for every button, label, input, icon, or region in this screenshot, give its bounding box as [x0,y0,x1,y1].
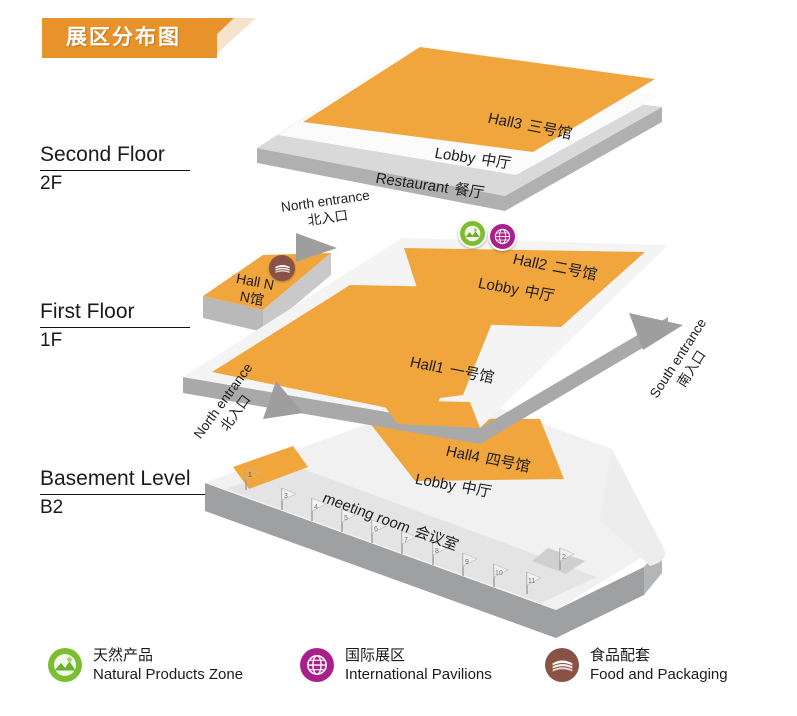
floor-code: 2F [40,173,63,194]
svg-text:6: 6 [374,526,378,533]
svg-text:3: 3 [284,493,288,500]
floor-label-1f: First Floor 1F [40,300,190,352]
hall3-block [303,47,655,152]
b2-step-right [532,548,585,574]
svg-text:11: 11 [528,578,535,585]
legend-label-en: Food and Packaging [590,666,728,683]
floor-code: B2 [40,497,64,518]
package-stack-glyph [552,660,572,672]
first-floor-slab [183,238,668,444]
international-pavilions-icon [300,648,334,682]
legend-label-cn: 天然产品 [93,647,154,664]
floor-code: 1F [40,330,63,351]
banner-slant-shape [192,18,234,58]
hall2-block [403,248,645,327]
food-packaging-icon [545,648,579,682]
floor-name: Basement Level [40,467,191,490]
natural-products-glyph [54,654,76,676]
svg-text:10: 10 [495,570,503,577]
floor-name: First Floor [40,300,135,323]
flag-marker: 9 [462,552,478,576]
hall-n-edge [203,296,263,332]
flag-marker: 4 [311,497,327,521]
flag-marker: 7 [401,530,417,554]
b2-rounded-corner [600,449,666,566]
svg-text:8: 8 [435,548,439,555]
legend-label-en: International Pavilions [345,666,492,683]
svg-text:2: 2 [562,554,566,561]
svg-text:9: 9 [465,559,469,566]
legend-text: 天然产品 Natural Products Zone [93,646,243,684]
floor-name: Second Floor [40,143,165,166]
flag-marker: 2 [559,547,575,570]
svg-text:1: 1 [248,472,252,479]
floor-divider [40,327,190,328]
flag-marker: 10 [493,563,509,587]
legend-label-cn: 国际展区 [345,647,406,664]
basement-slab [205,392,666,638]
second-floor-slab [257,47,662,211]
hall-n-right-edge [263,253,331,332]
legend-label-en: Natural Products Zone [93,666,244,683]
svg-text:5: 5 [344,515,348,522]
banner-body [42,18,217,58]
hall2-international-pavilions-badge [488,222,517,251]
food-packaging-icon [274,264,290,273]
hall1-lower-strip [380,400,480,428]
floor-divider [40,170,190,171]
floor-label-b2: Basement Level B2 [40,467,212,519]
legend-item-natural-products: 天然产品 Natural Products Zone [48,646,243,684]
floor-label-2f: Second Floor 2F [40,143,190,195]
international-pavilions-icon [494,228,511,245]
flag-marker: 1 [245,467,260,490]
legend-item-food-packaging: 食品配套 Food and Packaging [545,646,728,684]
globe-glyph [307,655,327,675]
south-entrance-arrow [629,313,683,350]
page-title-banner: 展区分布图 [42,18,257,58]
flag-marker: 11 [526,571,542,594]
flag-marker: 3 [281,487,297,510]
legend-text: 国际展区 International Pavilions [345,646,492,684]
page-title: 展区分布图 [66,26,181,49]
hall-n-top [203,253,331,310]
north-entrance-lower-arrow [263,381,303,419]
flag-marker: 5 [341,508,357,532]
natural-products-icon [464,225,481,242]
b2-hall4-block [366,418,564,481]
svg-text:7: 7 [404,537,408,544]
legend: 天然产品 Natural Products Zone 国际展区 Internat… [0,636,797,708]
1f-front-edge [183,317,668,444]
legend-item-international-pavilions: 国际展区 International Pavilions [300,646,492,684]
meeting-room-flags: 1 3 4 5 6 7 8 9 10 11 2 [245,467,575,594]
north-entrance-upper-arrow [296,233,337,262]
natural-products-icon [48,648,82,682]
floor-divider [40,494,212,495]
svg-text:4: 4 [314,504,318,511]
legend-label-cn: 食品配套 [590,647,651,664]
b2-small-orange-block [233,446,308,489]
flag-marker: 8 [432,541,448,565]
hall-n-food-packaging-badge [269,255,295,281]
2f-front-edge [257,107,662,211]
flag-marker: 6 [371,519,387,543]
hall2-natural-products-badge [458,219,487,248]
legend-text: 食品配套 Food and Packaging [590,646,728,684]
